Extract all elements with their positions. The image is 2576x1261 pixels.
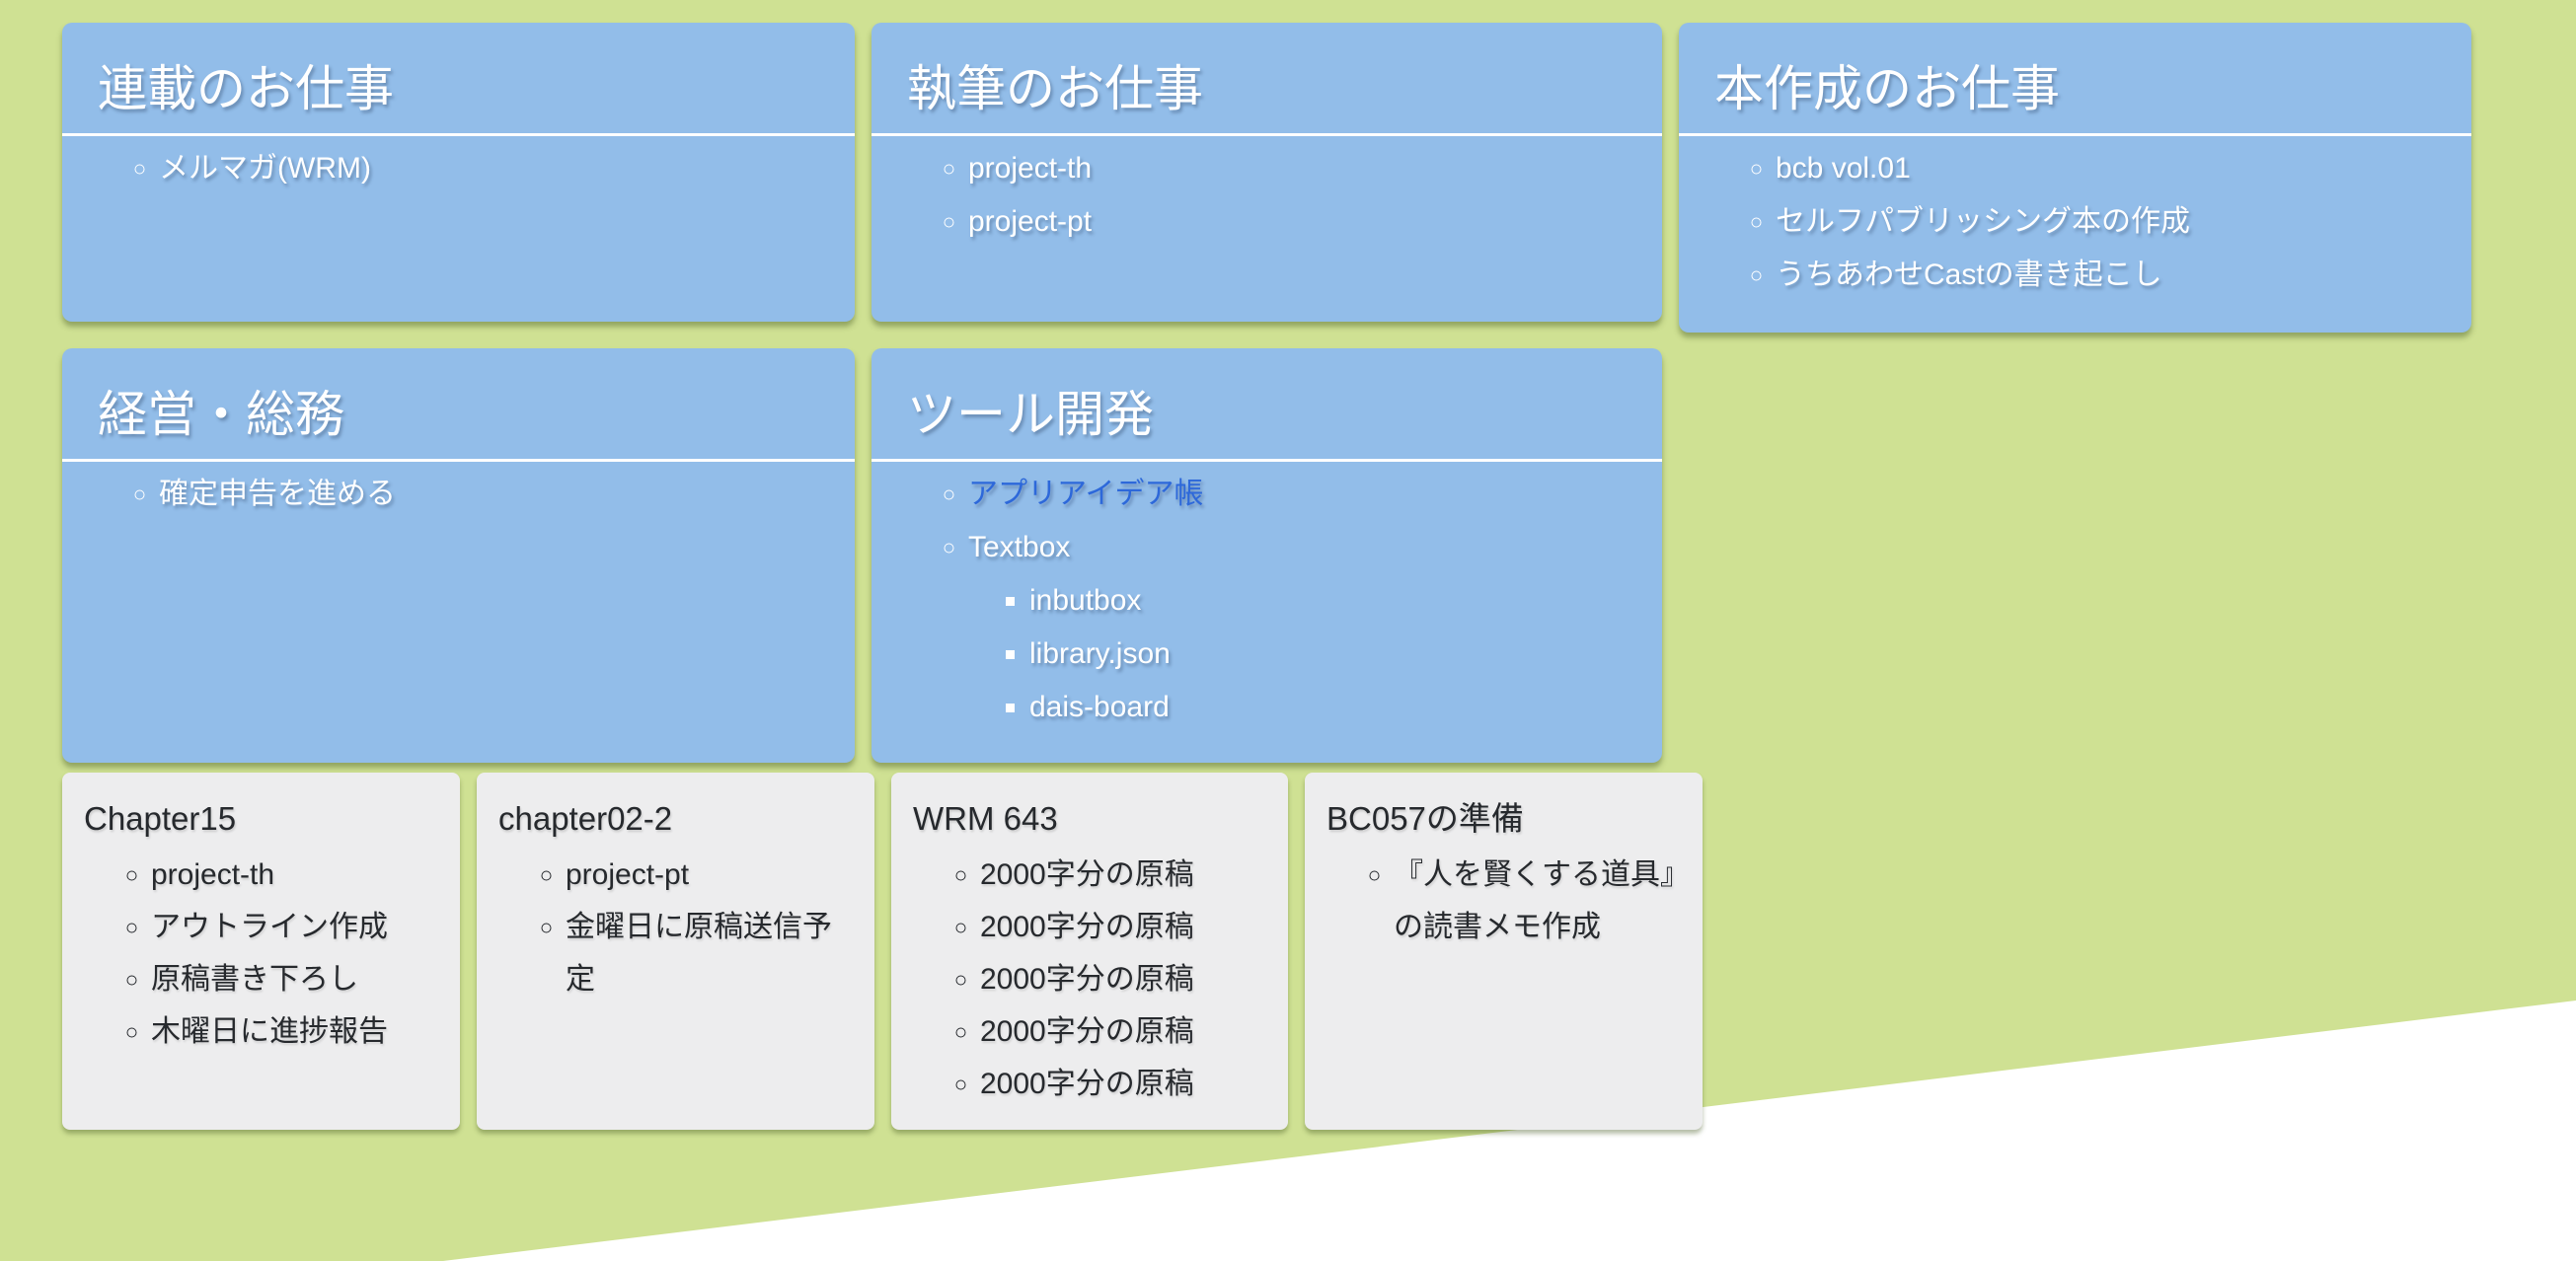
task-item-label: library.json [1029,637,1171,670]
task-list: 確定申告を進める [62,468,835,521]
card-serial-work: 連載のお仕事 メルマガ(WRM) [62,23,855,322]
card-header: ツール開発 [871,348,1662,459]
task-item: 原稿書き下ろし [151,953,438,1005]
card-header: 経営・総務 [62,348,855,459]
task-item: 木曜日に進捗報告 [151,1005,438,1058]
title-divider [1679,133,2471,136]
task-list: アプリアイデア帳 Textbox inbutbox library.json d… [871,468,1642,734]
task-card-chapter15: Chapter15 project-th アウトライン作成 原稿書き下ろし 木曜… [62,773,460,1130]
card-book-making-work: 本作成のお仕事 bcb vol.01 セルフパブリッシング本の作成 うちあわせC… [1679,23,2471,333]
task-item-label: project-pt [968,205,1093,238]
card-title: 経営・総務 [98,387,344,442]
task-item: project-pt [968,195,1642,249]
task-list: project-th アウトライン作成 原稿書き下ろし 木曜日に進捗報告 [84,849,438,1058]
task-item: アプリアイデア帳 [968,468,1642,521]
task-card-wrm-643: WRM 643 2000字分の原稿 2000字分の原稿 2000字分の原稿 20… [891,773,1288,1130]
task-subitem: library.json [1029,628,1642,681]
task-list: 2000字分の原稿 2000字分の原稿 2000字分の原稿 2000字分の原稿 … [913,849,1266,1110]
task-item-label: メルマガ(WRM) [159,152,371,185]
nested-task-list: inbutbox library.json dais-board [968,574,1642,734]
task-list: 『人を賢くする道具』の読書メモ作成 [1326,849,1681,953]
task-card-title: BC057の準備 [1326,800,1524,837]
card-management-general-affairs: 経営・総務 確定申告を進める [62,348,855,763]
task-item-label: うちあわせCastの書き起こし [1776,259,2162,291]
task-item-label: dais-board [1029,691,1170,723]
title-divider [871,133,1662,136]
task-item: セルフパブリッシング本の作成 [1776,195,2452,249]
task-item-label: 確定申告を進める [159,478,396,510]
task-list: project-pt 金曜日に原稿送信予定 [498,849,853,1005]
task-card-title: chapter02-2 [498,800,673,837]
title-divider [62,459,855,462]
task-item: Textbox inbutbox library.json dais-board [968,521,1642,734]
card-writing-work: 執筆のお仕事 project-th project-pt [871,23,1662,322]
task-item: アウトライン作成 [151,901,438,953]
task-card-chapter02-2: chapter02-2 project-pt 金曜日に原稿送信予定 [477,773,874,1130]
card-tool-development: ツール開発 アプリアイデア帳 Textbox inbutbox library.… [871,348,1662,763]
task-subitem: dais-board [1029,681,1642,734]
task-card-title: WRM 643 [913,800,1058,837]
task-subitem: inbutbox [1029,574,1642,628]
task-card-bc057: BC057の準備 『人を賢くする道具』の読書メモ作成 [1305,773,1703,1130]
card-title: 執筆のお仕事 [907,61,1203,116]
task-item: 確定申告を進める [159,468,835,521]
title-divider [871,459,1662,462]
task-item: 2000字分の原稿 [980,849,1266,901]
task-item-label: Textbox [968,531,1071,563]
task-card-title: Chapter15 [84,800,237,837]
card-title: 本作成のお仕事 [1714,61,2060,116]
task-item: 2000字分の原稿 [980,1005,1266,1058]
task-list: bcb vol.01 セルフパブリッシング本の作成 うちあわせCastの書き起こ… [1679,142,2452,302]
task-item-label: セルフパブリッシング本の作成 [1776,205,2190,238]
task-item: 2000字分の原稿 [980,1058,1266,1110]
task-item: project-th [151,849,438,901]
task-list: project-th project-pt [871,142,1642,249]
task-item: 2000字分の原稿 [980,901,1266,953]
task-item: project-pt [566,849,853,901]
task-item: 金曜日に原稿送信予定 [566,901,853,1005]
task-item-label: bcb vol.01 [1776,152,1911,185]
card-header: 連載のお仕事 [62,23,855,133]
card-header: 執筆のお仕事 [871,23,1662,133]
task-item-label: project-th [968,152,1093,185]
task-list: メルマガ(WRM) [62,142,835,195]
task-item: メルマガ(WRM) [159,142,835,195]
title-divider [62,133,855,136]
card-title: 連載のお仕事 [98,61,394,116]
card-header: 本作成のお仕事 [1679,23,2471,133]
task-item: うちあわせCastの書き起こし [1776,249,2452,302]
task-item: 『人を賢くする道具』の読書メモ作成 [1394,849,1681,953]
card-title: ツール開発 [907,387,1154,442]
task-item: project-th [968,142,1642,195]
task-item-label: inbutbox [1029,584,1142,617]
task-item: bcb vol.01 [1776,142,2452,195]
task-item: 2000字分の原稿 [980,953,1266,1005]
app-idea-notebook-link[interactable]: アプリアイデア帳 [968,478,1204,510]
